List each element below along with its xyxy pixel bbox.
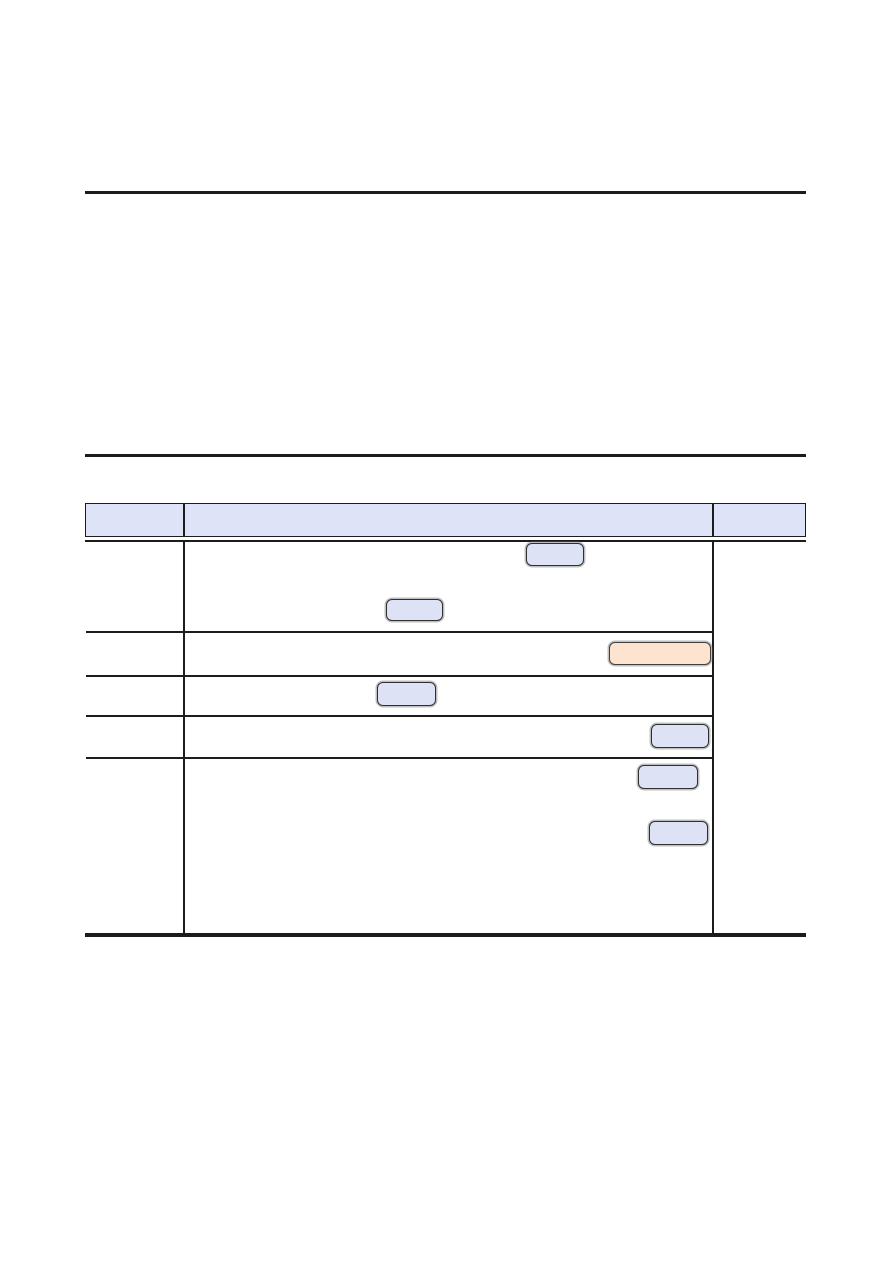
form-button-2[interactable]	[386, 599, 443, 621]
form-button-3[interactable]	[377, 682, 436, 706]
table-header-row	[85, 503, 806, 537]
row-divider-1	[86, 631, 713, 633]
header-cell-3	[714, 504, 805, 536]
form-button-5[interactable]	[638, 765, 698, 789]
row-divider-3	[86, 715, 713, 717]
top-rule	[85, 191, 806, 194]
form-button-4[interactable]	[651, 724, 709, 748]
header-column-divider-1	[183, 504, 185, 536]
header-column-divider-2	[712, 504, 714, 536]
header-cell-1	[86, 504, 183, 536]
highlighted-field[interactable]	[609, 642, 711, 665]
header-underline	[85, 540, 806, 542]
table-bottom-rule	[85, 933, 806, 937]
form-button-1[interactable]	[526, 543, 584, 566]
row-divider-2	[86, 675, 713, 677]
row-divider-4	[86, 757, 713, 759]
column-divider-1	[183, 541, 185, 933]
column-divider-2	[712, 541, 714, 933]
header-cell-2	[185, 504, 711, 536]
form-button-6[interactable]	[649, 821, 708, 845]
section-rule	[85, 454, 806, 457]
